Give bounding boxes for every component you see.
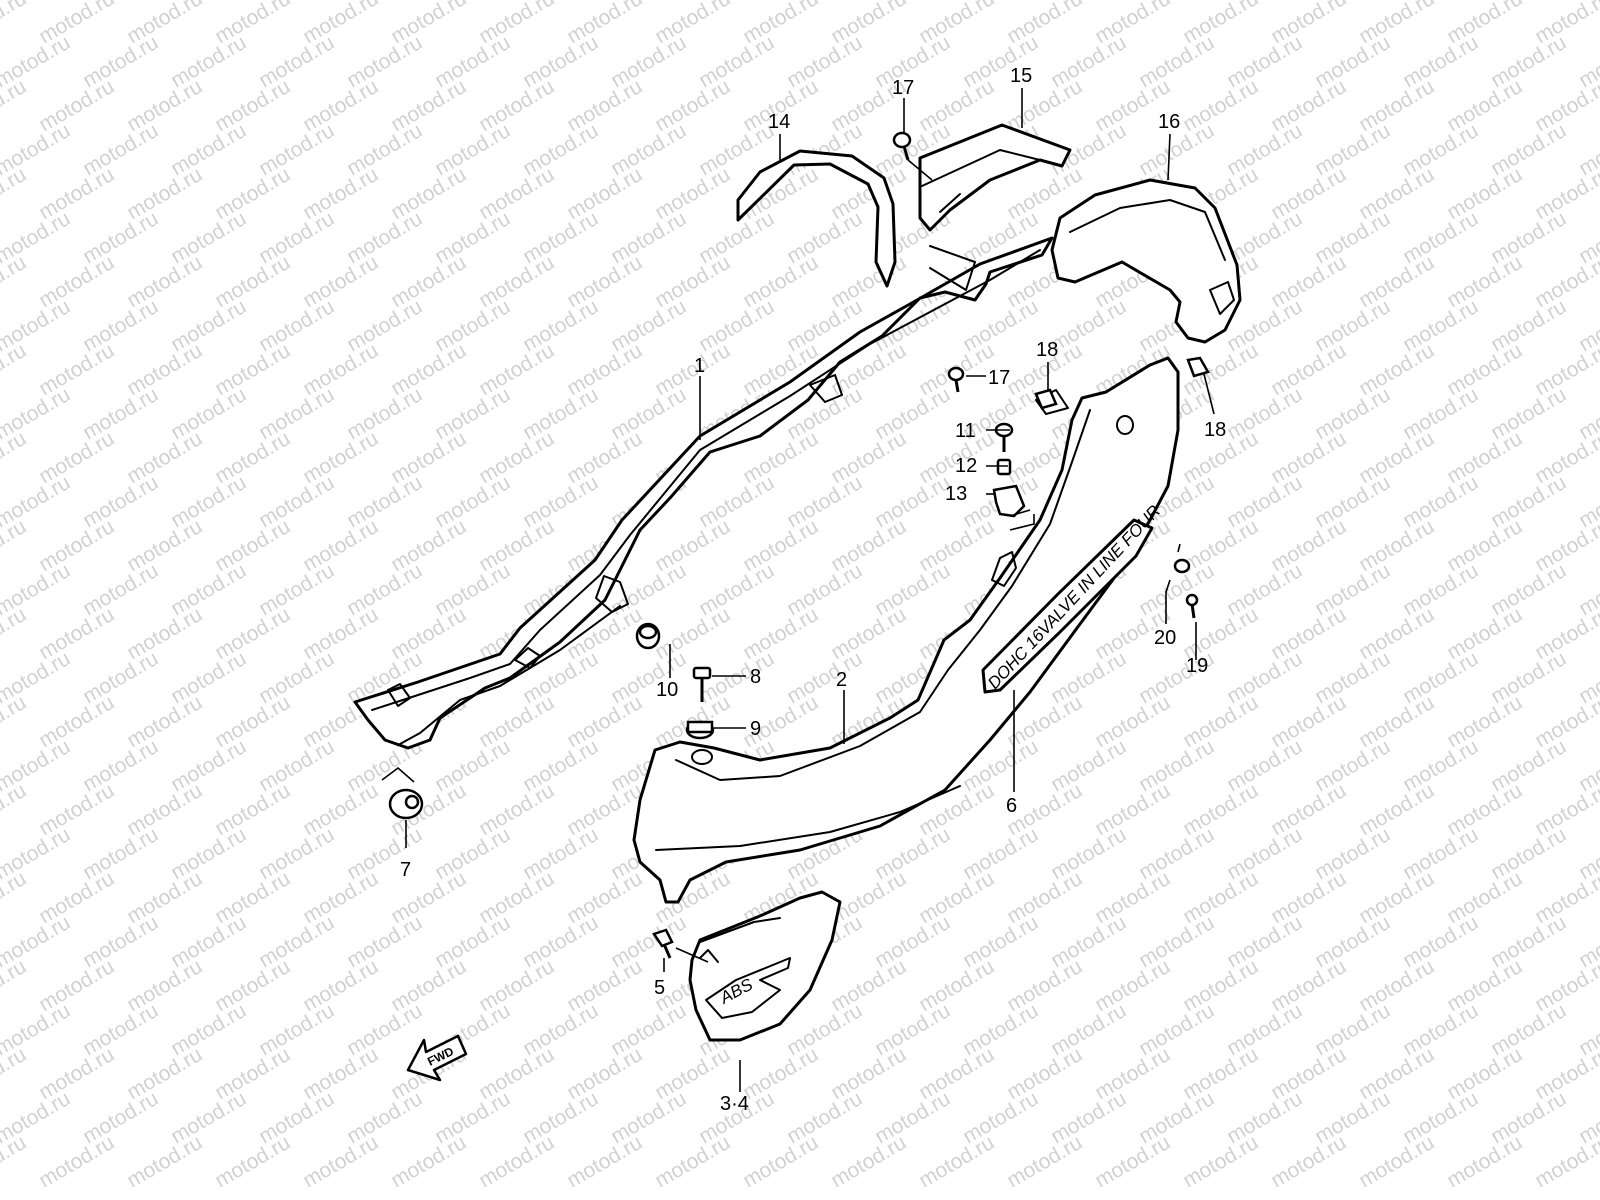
part-18-clip-mid xyxy=(1034,388,1058,410)
part-12-collar xyxy=(996,458,1012,476)
label-9: 9 xyxy=(750,718,761,740)
label-2: 2 xyxy=(836,669,847,691)
part-16-tail-end xyxy=(1050,178,1242,344)
part-8-bolt xyxy=(692,666,712,702)
label-10: 10 xyxy=(656,679,678,701)
part-9-cushion xyxy=(685,720,715,740)
label-12: 12 xyxy=(955,455,977,477)
label-18-mid: 18 xyxy=(1036,339,1058,361)
label-18-right: 18 xyxy=(1204,419,1226,441)
label-14: 14 xyxy=(768,111,790,133)
part-1-tail-frame xyxy=(353,236,1054,750)
label-5: 5 xyxy=(654,977,665,999)
label-8: 8 xyxy=(750,666,761,688)
label-16: 16 xyxy=(1158,111,1180,133)
label-17-mid: 17 xyxy=(988,367,1010,389)
part-15-center-piece xyxy=(918,123,1072,232)
label-20: 20 xyxy=(1154,627,1176,649)
part-17-screw-top xyxy=(892,131,912,161)
part-7-grommet xyxy=(388,788,424,820)
callout-labels: 14 15 17 16 1 17 18 18 11 12 13 10 8 9 2… xyxy=(400,65,1226,1115)
part-11-bolt xyxy=(994,422,1014,452)
label-1: 1 xyxy=(694,355,705,377)
part-14-rail-strip xyxy=(736,149,897,288)
label-6: 6 xyxy=(1006,795,1017,817)
part-19-screw xyxy=(1185,593,1199,619)
part-18-clip-right xyxy=(1186,356,1210,378)
fwd-arrow-icon: FWD xyxy=(406,1034,468,1082)
leader-lines xyxy=(381,88,1215,1092)
part-2-side-cover xyxy=(632,356,1180,904)
label-11: 11 xyxy=(955,420,976,442)
label-17-top: 17 xyxy=(892,77,914,99)
label-19: 19 xyxy=(1186,655,1208,677)
part-3-4-side-panel: ABS xyxy=(688,890,842,1042)
label-7: 7 xyxy=(400,859,411,881)
label-3-4: 3·4 xyxy=(720,1093,749,1115)
part-5-screw xyxy=(652,928,674,959)
label-13: 13 xyxy=(945,483,967,505)
part-20-washer xyxy=(1173,558,1191,574)
part-10-grommet xyxy=(635,622,661,650)
label-15: 15 xyxy=(1010,65,1032,87)
part-13-cushion xyxy=(992,484,1026,518)
part-17-screw-mid xyxy=(947,366,965,393)
